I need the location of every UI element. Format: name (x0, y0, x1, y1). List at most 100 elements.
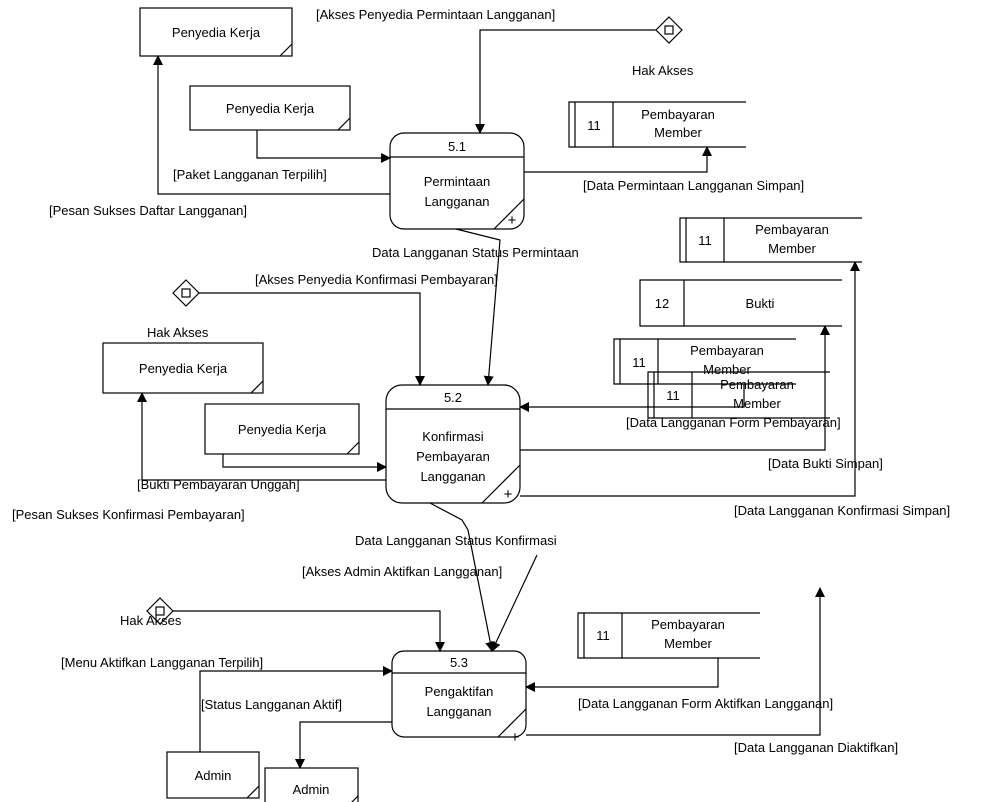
process-5-2-plus: + (504, 486, 513, 503)
process-5-3-corner (497, 708, 527, 738)
entity-label: Penyedia Kerja (172, 25, 261, 40)
store-name-line2: Member (703, 362, 751, 377)
store-outline (568, 101, 746, 148)
flow-data-konfirmasi-simpan (520, 261, 860, 497)
entity-label: Penyedia Kerja (139, 361, 228, 376)
store-outline (639, 279, 842, 327)
flow-akses-penyedia-permintaan (475, 29, 656, 134)
store-name-line1: Pembayaran (755, 222, 829, 237)
entity-corner (351, 795, 359, 802)
flow-data-diaktifkan (526, 587, 825, 736)
store-name-line1: Pembayaran (651, 617, 725, 632)
flow-status-konfirmasi-end (491, 554, 538, 652)
access-symbol-1 (655, 16, 683, 44)
flow-data-form-aktifkan (525, 658, 719, 692)
label-data-permintaan-simpan: [Data Permintaan Langganan Simpan] (583, 178, 804, 193)
flow-data-form-pembayaran (519, 384, 745, 412)
entity-penyedia-kerja-1: Penyedia Kerja (139, 7, 293, 57)
entity-box (139, 7, 293, 57)
label-data-bukti-simpan: [Data Bukti Simpan] (768, 456, 883, 471)
store-id: 12 (655, 296, 669, 311)
flow-pesan-sukses-konfirmasi (137, 392, 386, 481)
entity-box (204, 403, 360, 455)
flow-akses-admin-aktifkan (173, 610, 445, 652)
process-5-1: + 5.1 Permintaan Langganan (389, 132, 525, 230)
entity-corner (250, 380, 264, 394)
process-5-1-plus: + (508, 212, 517, 229)
store-id: 11 (632, 355, 646, 370)
label-data-form-pembayaran: [Data Langganan Form Pembayaran] (626, 415, 841, 430)
flow-bukti-pembayaran-unggah (222, 454, 387, 472)
process-5-2-name-line1: Konfirmasi (422, 429, 484, 444)
entity-corner (246, 785, 260, 799)
flow-paket-langganan (256, 130, 391, 163)
flow-akses-penyedia-konfirmasi (199, 292, 425, 386)
process-5-2-corner (481, 464, 521, 504)
store-name-line2: Member (768, 241, 816, 256)
label-data-konfirmasi-simpan: [Data Langganan Konfirmasi Simpan] (734, 503, 950, 518)
entity-label: Admin (195, 768, 232, 783)
flow-data-permintaan-simpan (524, 146, 712, 173)
process-5-3-name-line2: Langganan (426, 704, 491, 719)
process-5-2-name-line2: Pembayaran (416, 449, 490, 464)
flow-data-bukti-simpan (520, 325, 830, 451)
store-name-line2: Member (654, 125, 702, 140)
diamond-inner-square (155, 606, 165, 616)
label-akses-penyedia-permintaan: [Akses Penyedia Permintaan Langganan] (316, 7, 555, 22)
store-id: 11 (666, 388, 680, 403)
store-pembayaran-member-3: 11 Pembayaran Member (613, 338, 796, 385)
process-5-1-name-line1: Permintaan (424, 174, 490, 189)
store-pembayaran-member-2: 11 Pembayaran Member (679, 217, 862, 263)
label-akses-admin-aktifkan: [Akses Admin Aktifkan Langganan] (302, 564, 502, 579)
access-label-1: Hak Akses (632, 63, 694, 78)
entity-label: Penyedia Kerja (238, 422, 327, 437)
process-5-1-corner (493, 198, 525, 230)
label-status-konfirmasi: Data Langganan Status Konfirmasi (355, 533, 557, 548)
entity-label: Penyedia Kerja (226, 101, 315, 116)
store-name-line2: Member (733, 396, 781, 411)
access-symbol-3 (146, 597, 174, 625)
access-label-3: Hak Akses (120, 613, 182, 628)
label-data-diaktifkan: [Data Langganan Diaktifkan] (734, 740, 898, 755)
process-5-2: + 5.2 Konfirmasi Pembayaran Langganan (385, 384, 521, 504)
flow-status-permintaan (455, 228, 501, 386)
store-id: 11 (698, 233, 712, 248)
process-5-1-name-line2: Langganan (424, 194, 489, 209)
label-status-langganan-aktif: [Status Langganan Aktif] (201, 697, 342, 712)
store-pembayaran-member-4: 11 Pembayaran Member (647, 371, 830, 419)
store-name-line1: Pembayaran (720, 377, 794, 392)
process-5-1-number: 5.1 (448, 139, 466, 154)
label-menu-aktifkan-terpilih: [Menu Aktifkan Langganan Terpilih] (61, 655, 263, 670)
process-5-2-box (385, 384, 521, 504)
entity-penyedia-kerja-2: Penyedia Kerja (189, 85, 351, 131)
label-status-permintaan: Data Langganan Status Permintaan (372, 245, 579, 260)
entity-corner (346, 441, 360, 455)
entity-penyedia-kerja-4: Penyedia Kerja (204, 403, 360, 455)
store-id: 11 (587, 118, 601, 133)
store-pembayaran-member-1: 11 Pembayaran Member (568, 101, 746, 148)
entity-corner (337, 117, 351, 131)
store-name-line2: Member (664, 636, 712, 651)
process-5-2-name-line3: Langganan (420, 469, 485, 484)
label-paket-langganan-terpilih: [Paket Langganan Terpilih] (173, 167, 327, 182)
label-pesan-sukses-konfirmasi: [Pesan Sukses Konfirmasi Pembayaran] (12, 507, 245, 522)
flow-pesan-sukses-daftar (153, 55, 390, 195)
entity-label: Admin (293, 782, 330, 797)
entity-box (166, 751, 260, 799)
diamond-inner-square (181, 288, 191, 298)
entity-corner (279, 43, 293, 57)
store-pembayaran-member-5: 11 Pembayaran Member (577, 612, 760, 659)
store-outline (679, 217, 862, 263)
store-outline (613, 338, 796, 385)
entity-box (102, 342, 264, 394)
entity-penyedia-kerja-3: Penyedia Kerja (102, 342, 264, 394)
label-data-form-aktifkan: [Data Langganan Form Aktifkan Langganan] (578, 696, 833, 711)
store-bukti: 12 Bukti (639, 279, 842, 327)
flow-status-konfirmasi (429, 502, 496, 652)
entity-box (264, 767, 359, 802)
flow-menu-aktifkan (199, 666, 393, 752)
entity-box (189, 85, 351, 131)
process-5-3-plus: + (511, 729, 520, 746)
label-akses-penyedia-konfirmasi: [Akses Penyedia Konfirmasi Pembayaran] (255, 272, 498, 287)
